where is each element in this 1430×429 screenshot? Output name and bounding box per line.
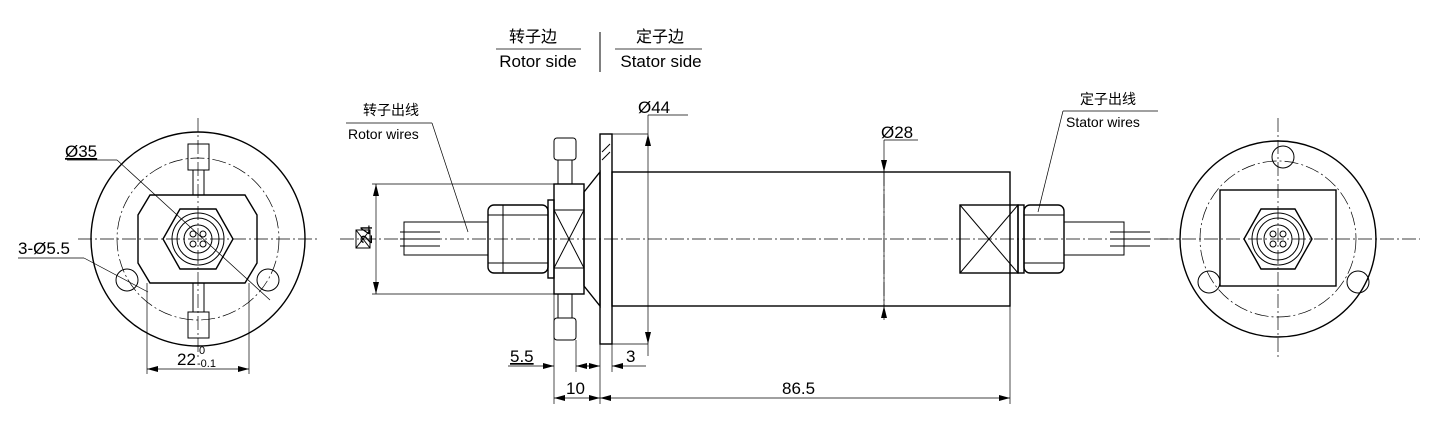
stator-side-cn: 定子边 (636, 28, 684, 46)
width-tol-lower: -0.1 (197, 358, 216, 370)
body-diameter-dim: Ø28 (881, 123, 913, 142)
stator-wires-cn: 定子出线 (1080, 91, 1136, 107)
stator-length-dim: 86.5 (782, 379, 815, 398)
rotor-side-cn: 转子边 (509, 28, 557, 46)
stator-side-label: Stator side (620, 52, 701, 71)
bore-diameter-dim: Ø35 (65, 142, 97, 161)
mounting-holes-dim: 3-Ø5.5 (18, 239, 70, 258)
width-tol-upper: 0 (199, 345, 205, 357)
stator-end-view (1160, 118, 1420, 360)
rotor-cable-gland (487, 199, 555, 279)
rotor-wires-label: Rotor wires (348, 126, 419, 142)
stator-wires-label: Stator wires (1066, 114, 1140, 130)
rotor-end-view: Ø35 3-Ø5.5 22 0 -0.1 (18, 118, 318, 374)
rotor-length-dim: 10 (566, 379, 585, 398)
nut-width-dim: 24 (357, 225, 376, 244)
width-dim: 22 (177, 350, 196, 369)
rotor-side-label: Rotor side (499, 52, 576, 71)
stator-wires (1063, 221, 1150, 256)
rotor-wires-cn: 转子出线 (363, 102, 419, 118)
side-view: 转子出线 Rotor wires 定子出线 Stator wires Ø44 Ø… (340, 91, 1180, 404)
flange-diameter-dim: Ø44 (638, 98, 670, 117)
flange-thickness-dim: 3 (626, 347, 635, 366)
side-legend: 转子边 Rotor side 定子边 Stator side (496, 28, 702, 72)
rotor-wires (400, 221, 489, 256)
pin-thickness-dim: 5.5 (510, 347, 534, 366)
